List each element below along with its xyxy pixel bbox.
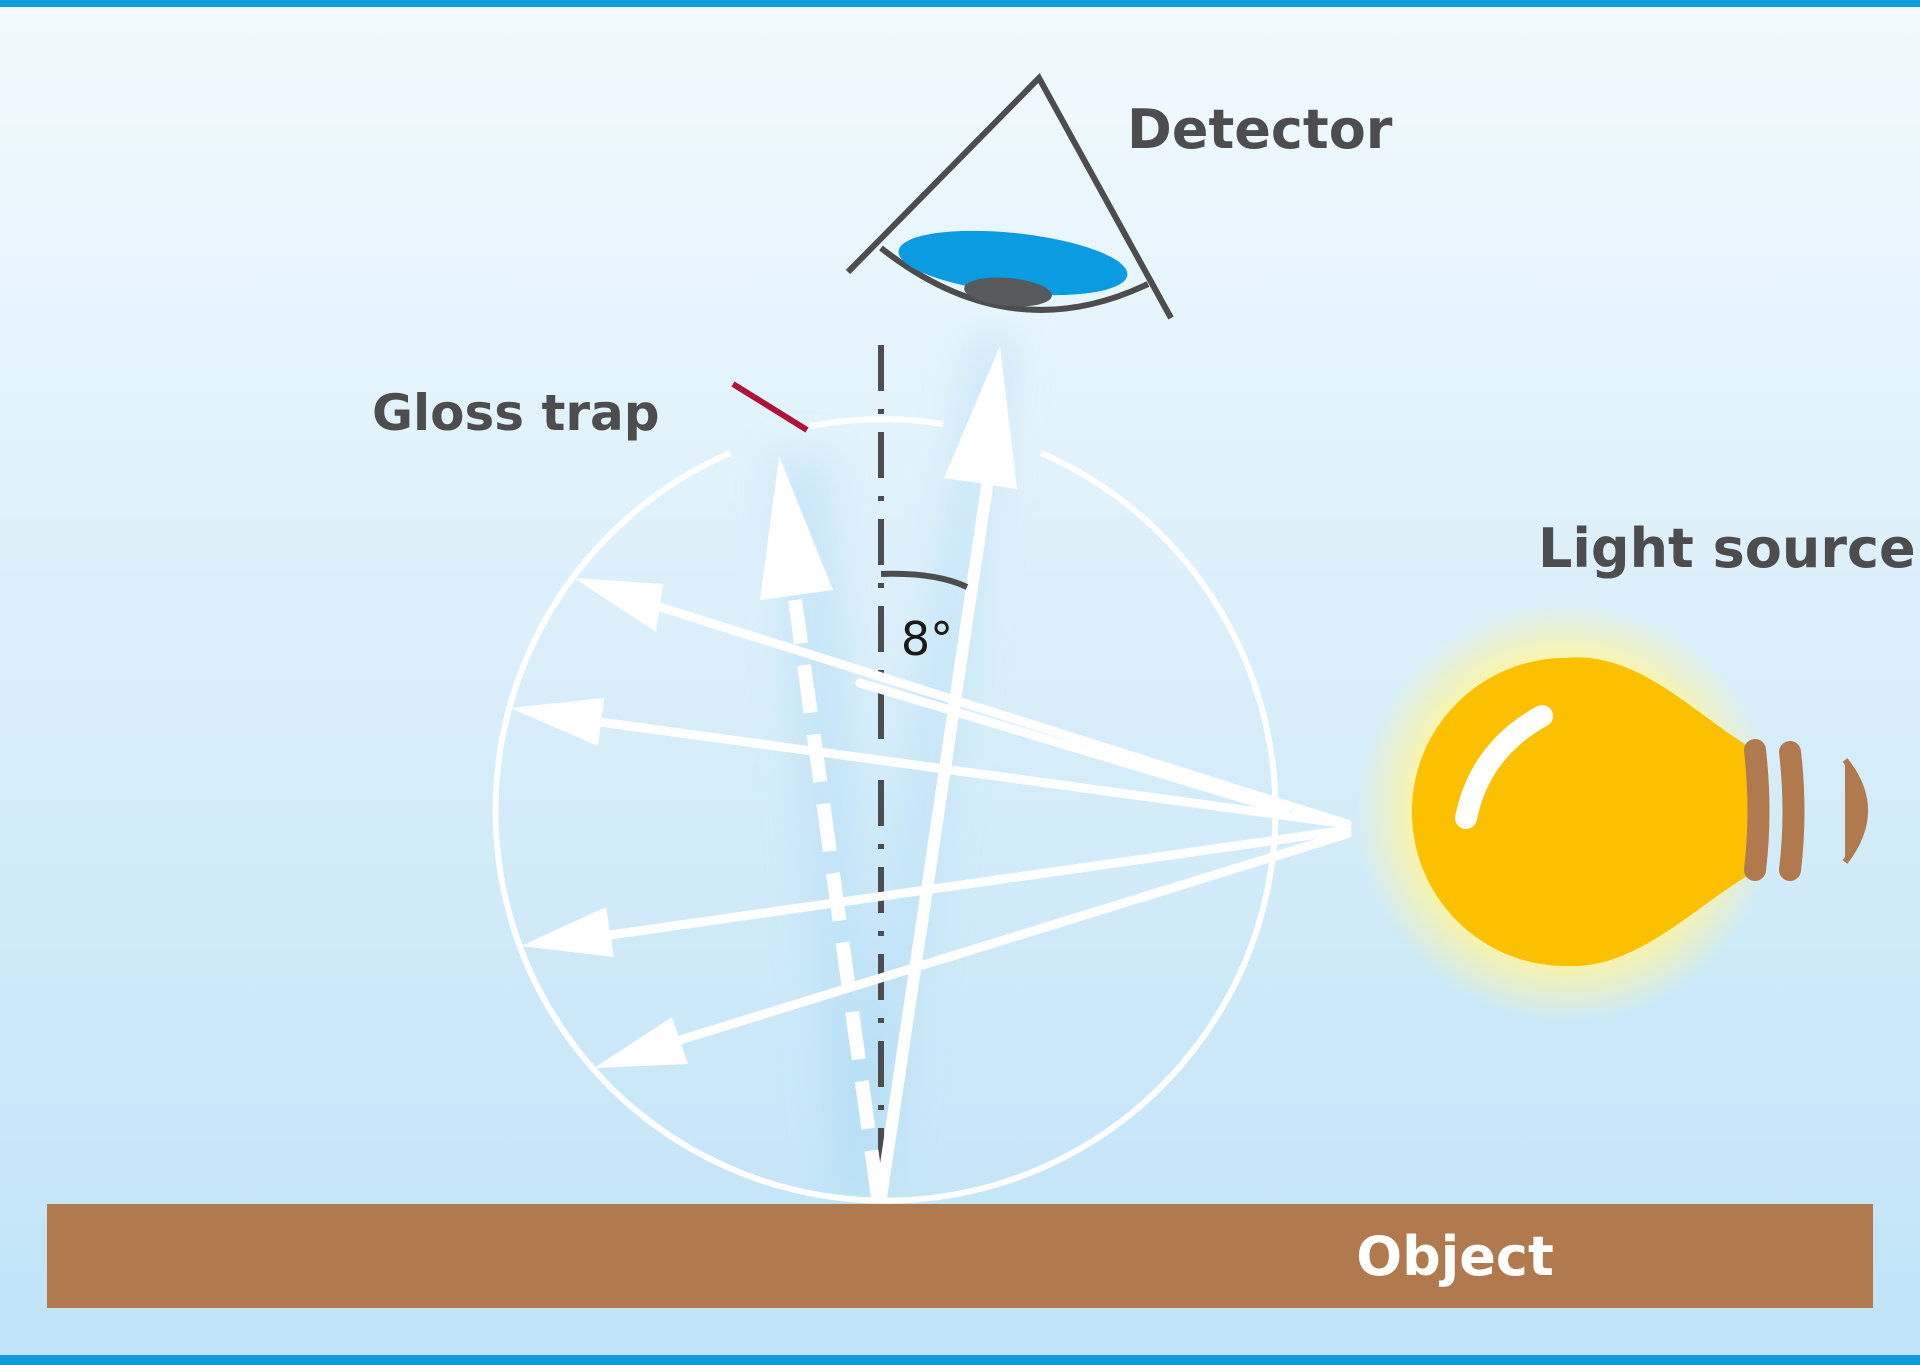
diffuse-rays [595,602,1352,1045]
light-bulb-icon [1356,602,1868,1022]
detector-eye-icon [845,73,1174,320]
object-label: Object [1356,1225,1554,1288]
detector-label: Detector [1127,98,1393,161]
gloss-trap-label: Gloss trap [372,384,660,442]
detected-ray [875,479,994,1199]
diffuse-arrowheads [510,578,688,1068]
detected-arrowhead [944,346,1017,489]
top-border [0,0,1920,7]
angle-label: 8° [901,612,953,666]
object-surface [47,1204,1873,1308]
bottom-border [0,1355,1920,1365]
specular-arrowhead [760,456,833,600]
light-source-label: Light source [1538,517,1916,580]
angle-arc [880,570,969,590]
integrating-sphere [492,416,1279,1204]
gloss-trap [731,381,809,433]
